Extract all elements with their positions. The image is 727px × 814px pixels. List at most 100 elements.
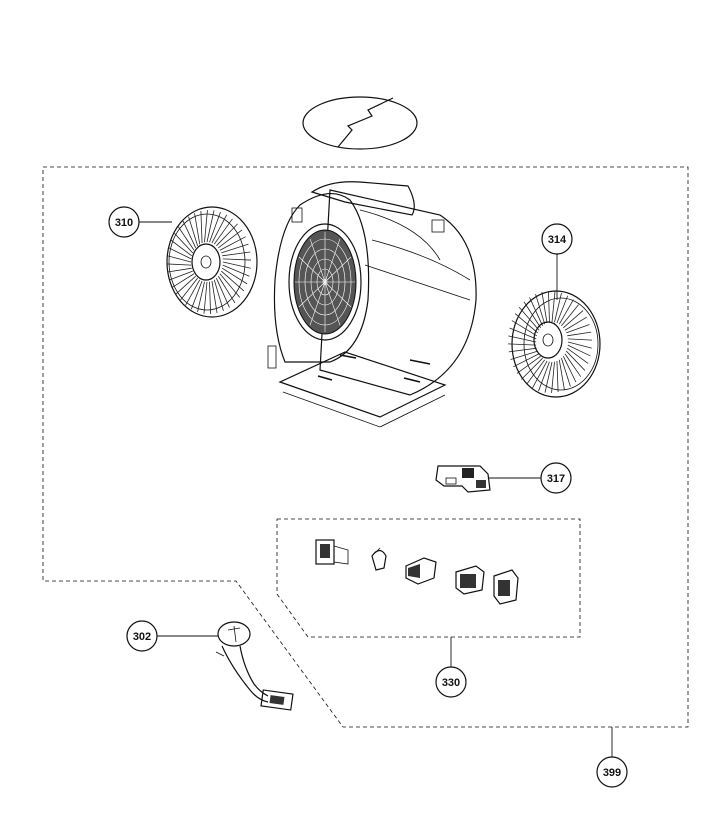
fan-vane	[508, 343, 537, 346]
fan-vane	[222, 258, 251, 261]
fan-vane	[567, 338, 592, 341]
fan-vane	[565, 350, 586, 371]
fan-vane	[548, 291, 550, 323]
fan-vane	[541, 291, 548, 324]
fan-vane	[222, 251, 251, 257]
connector-3	[405, 557, 437, 585]
grille-spoke	[324, 238, 341, 283]
fan-vane	[216, 223, 238, 247]
fan-vane	[556, 295, 569, 324]
fan-vane	[509, 327, 537, 340]
fan-vane	[551, 361, 555, 394]
fan-vane	[566, 347, 589, 364]
fan-vane	[209, 211, 221, 243]
fan-vane	[563, 310, 584, 329]
fan-vane	[206, 210, 215, 243]
svg-text:314: 314	[548, 234, 567, 246]
svg-text:317: 317	[547, 473, 565, 485]
fan-vane	[558, 299, 574, 325]
svg-text:330: 330	[442, 677, 460, 689]
blower-wheel-right	[508, 290, 601, 398]
break-line-symbol	[302, 96, 418, 150]
fan-vane	[566, 324, 590, 334]
fan-vane	[567, 344, 591, 357]
fan-vane	[209, 281, 211, 314]
fan-vane	[220, 270, 245, 292]
connector-set	[315, 539, 519, 605]
connector-group-boundary-330	[276, 518, 581, 638]
fan-vane	[554, 292, 562, 323]
fan-vane	[188, 216, 198, 246]
fan-vane	[218, 229, 243, 249]
callout-310: 310	[108, 206, 140, 238]
fan-vane	[180, 277, 198, 301]
fan-vane	[561, 358, 571, 387]
grille-spoke	[324, 256, 352, 283]
fan-vane	[204, 209, 208, 243]
fan-vane	[523, 301, 542, 329]
fan-vane	[510, 350, 538, 360]
fan-vane	[538, 361, 550, 392]
fan-vane	[529, 297, 543, 326]
fan-vane	[564, 353, 582, 377]
fan-vane	[167, 255, 192, 263]
leader-lines	[139, 221, 613, 757]
fan-vane	[175, 275, 196, 295]
fan-vane	[521, 357, 543, 380]
fan-vane	[173, 232, 194, 254]
fan-vane	[544, 361, 553, 393]
fan-vane	[213, 218, 233, 245]
fan-vane	[167, 263, 192, 266]
fan-vane	[182, 220, 197, 249]
fan-vane	[567, 331, 592, 337]
callout-317: 317	[540, 462, 572, 494]
fan-vane	[551, 291, 556, 323]
fan-vane	[203, 281, 208, 314]
power-cord	[215, 621, 294, 711]
fan-vane	[567, 341, 592, 349]
fan-vane	[511, 320, 537, 337]
fan-vane	[169, 270, 193, 281]
fan-vane	[513, 353, 540, 368]
fan-vane	[168, 247, 192, 260]
grille-spoke	[324, 281, 341, 326]
fan-vane	[561, 304, 579, 327]
fan-vane	[516, 355, 541, 374]
grille-spoke	[298, 256, 326, 283]
fan-vane	[508, 335, 537, 343]
fan-vane	[558, 359, 565, 390]
callout-399: 399	[596, 756, 628, 788]
callout-314: 314	[541, 223, 573, 255]
connector-4	[455, 565, 485, 595]
fan-vane	[535, 293, 546, 325]
fan-vane	[185, 279, 201, 306]
fan-vane	[222, 267, 248, 285]
fan-vane	[167, 267, 192, 273]
fan-vane	[514, 313, 539, 334]
fan-vane	[217, 275, 236, 304]
fan-vane	[518, 307, 540, 331]
callout-330: 330	[435, 666, 467, 698]
grille-spoke	[309, 238, 326, 283]
svg-text:399: 399	[603, 767, 621, 779]
grille-spoke	[298, 281, 326, 308]
svg-text:310: 310	[115, 217, 133, 229]
fan-vane	[170, 239, 193, 257]
connector-5	[493, 569, 519, 605]
fan-vane	[531, 360, 548, 389]
fan-vane	[194, 213, 201, 245]
fan-vane	[219, 273, 241, 298]
fan-vane	[213, 279, 224, 311]
fan-vane	[564, 316, 587, 331]
fan-vane	[211, 280, 218, 314]
fan-vane	[508, 347, 537, 353]
fan-vane	[190, 280, 203, 310]
callout-302: 302	[126, 620, 158, 652]
fan-vane	[172, 273, 195, 288]
fan-vane	[197, 281, 205, 313]
fan-vane	[222, 264, 250, 277]
assembly-boundary-399	[42, 166, 689, 728]
fan-vane	[556, 361, 559, 393]
blower-wheel-left	[166, 206, 258, 318]
